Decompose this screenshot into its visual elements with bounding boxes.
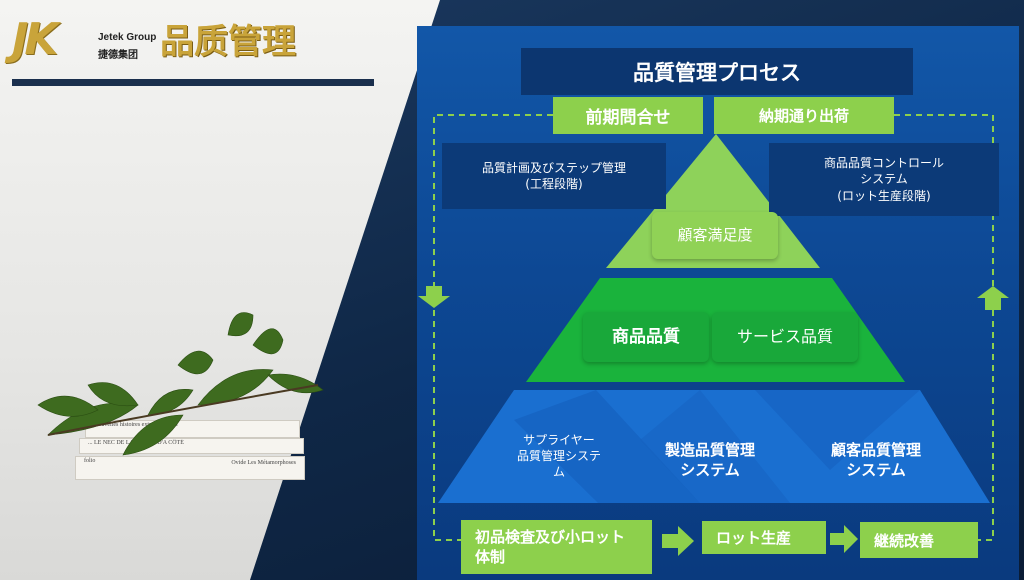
logo-mark: JK <box>12 14 59 65</box>
title-underline <box>12 79 374 86</box>
tab-on-time-shipment: 納期通り出荷 <box>714 97 894 134</box>
book-title: Nouvelles histoires extraordinaires <box>94 422 178 428</box>
flow-step-lot-production: ロット生産 <box>702 521 826 554</box>
supplier-qms-label: サプライヤー 品質管理システ ム <box>516 433 601 480</box>
diagram-header: 品質管理プロセス <box>521 48 913 95</box>
company-logo: JK Jetek Group 捷德集团 <box>12 14 156 65</box>
book-spine: folio Ovide Les Métamorphoses <box>75 456 305 480</box>
plant-leaves-image <box>37 312 324 456</box>
product-quality-control-box: 商品品質コントロール システム (ロット生産段階) <box>769 143 999 216</box>
page-title: 品质管理 <box>160 22 296 62</box>
customer-qms-label: 顧客品質管理 システム <box>830 441 921 480</box>
flow-step-first-article: 初品検査及び小ロット 体制 <box>461 520 652 574</box>
tab-pre-inquiry: 前期問合せ <box>553 97 703 134</box>
service-quality-label: サービス品質 <box>712 312 858 362</box>
product-quality-control-text: 商品品質コントロール システム (ロット生産段階) <box>823 156 944 203</box>
quality-planning-text: 品質計画及びステップ管理 (工程段階) <box>481 160 626 191</box>
quality-planning-box: 品質計画及びステップ管理 (工程段階) <box>442 143 666 209</box>
book-title: Ovide Les Métamorphoses <box>231 460 296 466</box>
book-title: folio <box>84 458 96 464</box>
customer-satisfaction-label: 顧客満足度 <box>652 212 778 259</box>
product-quality-label: 商品品質 <box>583 312 709 362</box>
logo-company-cn: 捷德集团 <box>98 50 138 61</box>
logo-company-en: Jetek Group <box>98 32 157 43</box>
flow-step-continuous-improvement: 継続改善 <box>860 522 978 558</box>
manufacturing-qms-label: 製造品質管理 システム <box>664 441 755 480</box>
